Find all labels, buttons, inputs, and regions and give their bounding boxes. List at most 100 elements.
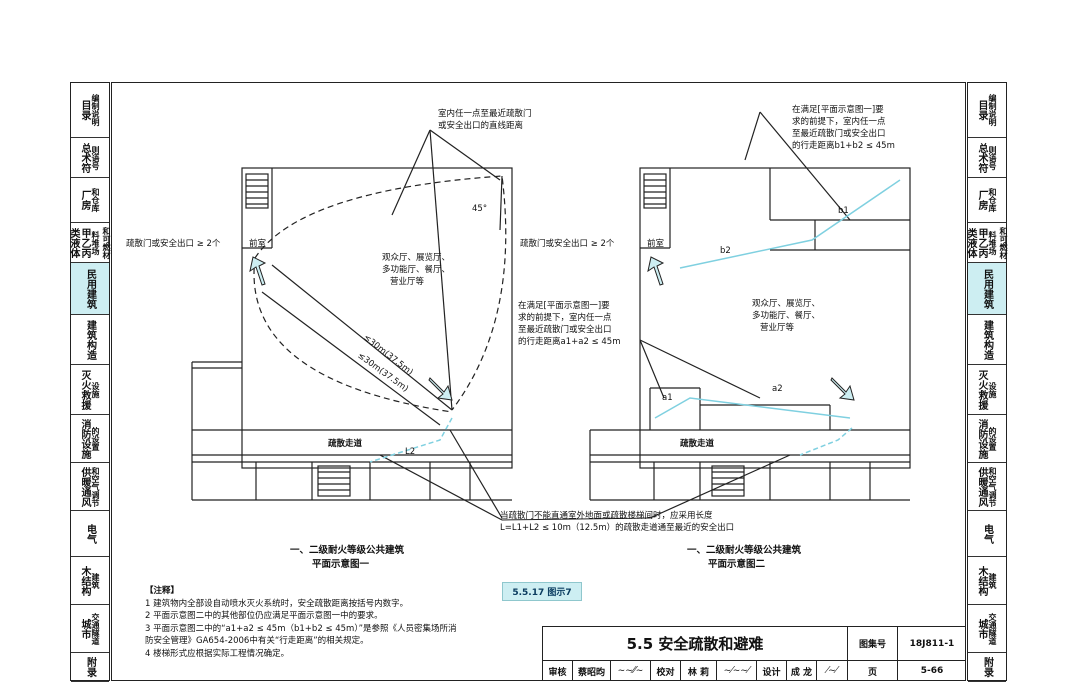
plan2-a2-label: a2 (772, 384, 783, 394)
right-tab[interactable]: 消防设施的设置 (968, 415, 1006, 463)
left-tab-label: 厂房 (79, 190, 90, 210)
right-tab[interactable]: 总术符则语号 (968, 138, 1006, 178)
plan1-l2-label: L2 (405, 447, 416, 457)
left-tab-label: 木结构 (79, 565, 90, 596)
designer-name: 成 龙 (786, 660, 816, 681)
checker-signature: ~⁄~~⁄ (716, 660, 756, 681)
right-tab-label: 城市 (976, 618, 987, 639)
right-tab[interactable]: 电气 (968, 511, 1006, 557)
plan2-path-l (799, 427, 853, 456)
left-tab[interactable]: 目录编制说明 (71, 83, 109, 138)
note-item: 3 平面示意图二中的“a1+a2 ≤ 45m（b1+b2 ≤ 45m）”是参照《… (145, 623, 457, 634)
checker-name: 林 莉 (680, 660, 716, 681)
left-tab[interactable]: 附录 (71, 653, 109, 682)
drawing-frame (111, 82, 966, 681)
plan1-exit-arrow-top (249, 256, 267, 286)
right-tab-label: 电气 (981, 523, 993, 544)
right-tab-sublabel: 和空气调节 (988, 466, 997, 507)
right-tab[interactable]: 民用建筑 (968, 263, 1006, 315)
plan2-b1-label: b1 (838, 206, 849, 216)
page-label: 页 (847, 660, 897, 681)
note-item: 1 建筑物内全部设自动喷水灭火系统时，安全疏散距离按括号内数字。 (145, 598, 409, 609)
left-tab[interactable]: 灭火救援设施 (71, 365, 109, 415)
plan1 (191, 129, 513, 521)
right-tab-sublabel: 和仓库 (988, 188, 997, 212)
right-tab-label: 供暖通风 (976, 466, 987, 507)
left-tab[interactable]: 木结构建筑 (71, 557, 109, 605)
plan1-callout-line1: 室内任一点至最近疏散门 (438, 109, 532, 119)
left-tab[interactable]: 电气 (71, 511, 109, 557)
plan1-exit-arrow-right (428, 377, 453, 401)
left-tab-label: 附录 (84, 657, 96, 677)
right-tab-label: 民用建筑 (981, 268, 993, 309)
right-tab-label: 灭火救援 (976, 369, 987, 410)
plan2-b2-label: b2 (720, 246, 731, 256)
plan2-corridor-label: 疏散走道 (680, 439, 715, 449)
left-tab-label: 灭火救援 (79, 369, 90, 410)
right-tab-label: 消防设施 (976, 418, 987, 459)
plan2-exit-label: 疏散门或安全出口 ≥ 2个 (520, 239, 615, 249)
plan1-angle: 45° (472, 204, 488, 214)
left-tab-label: 消防设施 (79, 418, 90, 459)
plan2-room-line3: 营业厅等 (760, 323, 795, 333)
right-tab-label: 附录 (981, 657, 993, 677)
plan1-caption-line1: 一、二级耐火等级公共建筑 (290, 545, 405, 556)
left-tab[interactable]: 供暖通风和空气调节 (71, 463, 109, 511)
right-tab[interactable]: 甲乙丙类液体和可燃材料堆场 (965, 223, 1008, 263)
left-tab[interactable]: 建筑构造 (71, 315, 109, 365)
atlas-no-label: 图集号 (847, 626, 897, 660)
plan2-room-line1: 观众厅、展览厅、 (752, 299, 821, 309)
right-tab[interactable]: 供暖通风和空气调节 (968, 463, 1006, 511)
signature-image: ⁄~⁄ (826, 666, 838, 676)
left-tab-label: 总术符 (79, 142, 90, 173)
right-tab[interactable]: 附录 (968, 653, 1006, 682)
left-tab-column: 目录编制说明总术符则语号厂房和仓库甲乙丙类液体和可燃材料堆场民用建筑建筑构造灭火… (68, 82, 111, 682)
left-tab[interactable]: 消防设施的设置 (71, 415, 109, 463)
left-tab[interactable]: 甲乙丙类液体和可燃材料堆场 (68, 223, 111, 263)
left-tab[interactable]: 民用建筑 (71, 263, 109, 315)
plan1-anteroom-label: 前室 (249, 239, 267, 249)
plan2-callout-line2: 求的前提下，室内任一点 (792, 117, 886, 127)
sheet-title: 5.5 安全疏散和避难 (542, 626, 847, 660)
left-tab[interactable]: 总术符则语号 (71, 138, 109, 178)
mid-callout-line4: 的行走距离a1+a2 ≤ 45m (518, 337, 621, 347)
reviewer-name: 蔡昭昀 (572, 660, 610, 681)
left-tab-label: 甲乙丙类液体 (68, 227, 90, 258)
plan1-corridor-label: 疏散走道 (328, 439, 363, 449)
plan1-evac-path (369, 417, 453, 463)
left-tab-sublabel: 则语号 (91, 145, 100, 170)
plan2-exit-arrow-right (830, 377, 855, 401)
right-tab-sublabel: 设施 (988, 381, 997, 398)
right-tab[interactable]: 目录编制说明 (968, 83, 1006, 138)
mid-callout-line1: 在满足[平面示意图一]要 (518, 301, 610, 311)
title-block: 5.5 安全疏散和避难 图集号 18J811-1 审核 蔡昭昀 ~~⁄⁄~ 校对… (542, 626, 966, 681)
right-tab-label: 甲乙丙类液体 (965, 227, 987, 258)
right-tab-sublabel: 则语号 (988, 145, 997, 170)
left-tab-label: 民用建筑 (84, 268, 96, 309)
notes: 【注释】 1 建筑物内全部设自动喷水灭火系统时，安全疏散距离按括号内数字。 2 … (145, 585, 457, 660)
right-tab[interactable]: 建筑构造 (968, 315, 1006, 365)
plan2-caption-line1: 一、二级耐火等级公共建筑 (687, 545, 802, 556)
right-tab-sublabel: 和可燃材料堆场 (988, 226, 1008, 259)
right-tab[interactable]: 城市交通隧道 (968, 605, 1006, 653)
right-tab[interactable]: 厂房和仓库 (968, 178, 1006, 223)
bottom-callout-line1: 当疏散门不能直通室外地面或疏散楼梯间时，应采用长度 (500, 511, 713, 521)
mid-callout-line3: 至最近疏散门或安全出口 (518, 325, 612, 335)
left-tab-sublabel: 的设置 (91, 426, 100, 451)
bottom-callout-line2: L=L1+L2 ≤ 10m（12.5m）的疏散走道通至最近的安全出口 (500, 523, 735, 533)
reviewer-signature: ~~⁄⁄~ (610, 660, 650, 681)
left-tab[interactable]: 城市交通隧道 (71, 605, 109, 653)
right-tab[interactable]: 木结构建筑 (968, 557, 1006, 605)
left-tab-sublabel: 设施 (91, 381, 100, 398)
plan1-exit-label: 疏散门或安全出口 ≥ 2个 (126, 239, 221, 249)
right-tab[interactable]: 灭火救援设施 (968, 365, 1006, 415)
left-tab[interactable]: 厂房和仓库 (71, 178, 109, 223)
designer-signature: ⁄~⁄ (816, 660, 847, 681)
right-tab-sublabel: 编制说明 (988, 94, 997, 126)
right-tab-sublabel: 交通隧道 (988, 612, 997, 645)
right-tab-label: 木结构 (976, 565, 987, 596)
plan2-anteroom-label: 前室 (647, 239, 665, 249)
plan2-path-b (679, 179, 901, 269)
signature-image: ~⁄~~⁄ (723, 666, 750, 676)
